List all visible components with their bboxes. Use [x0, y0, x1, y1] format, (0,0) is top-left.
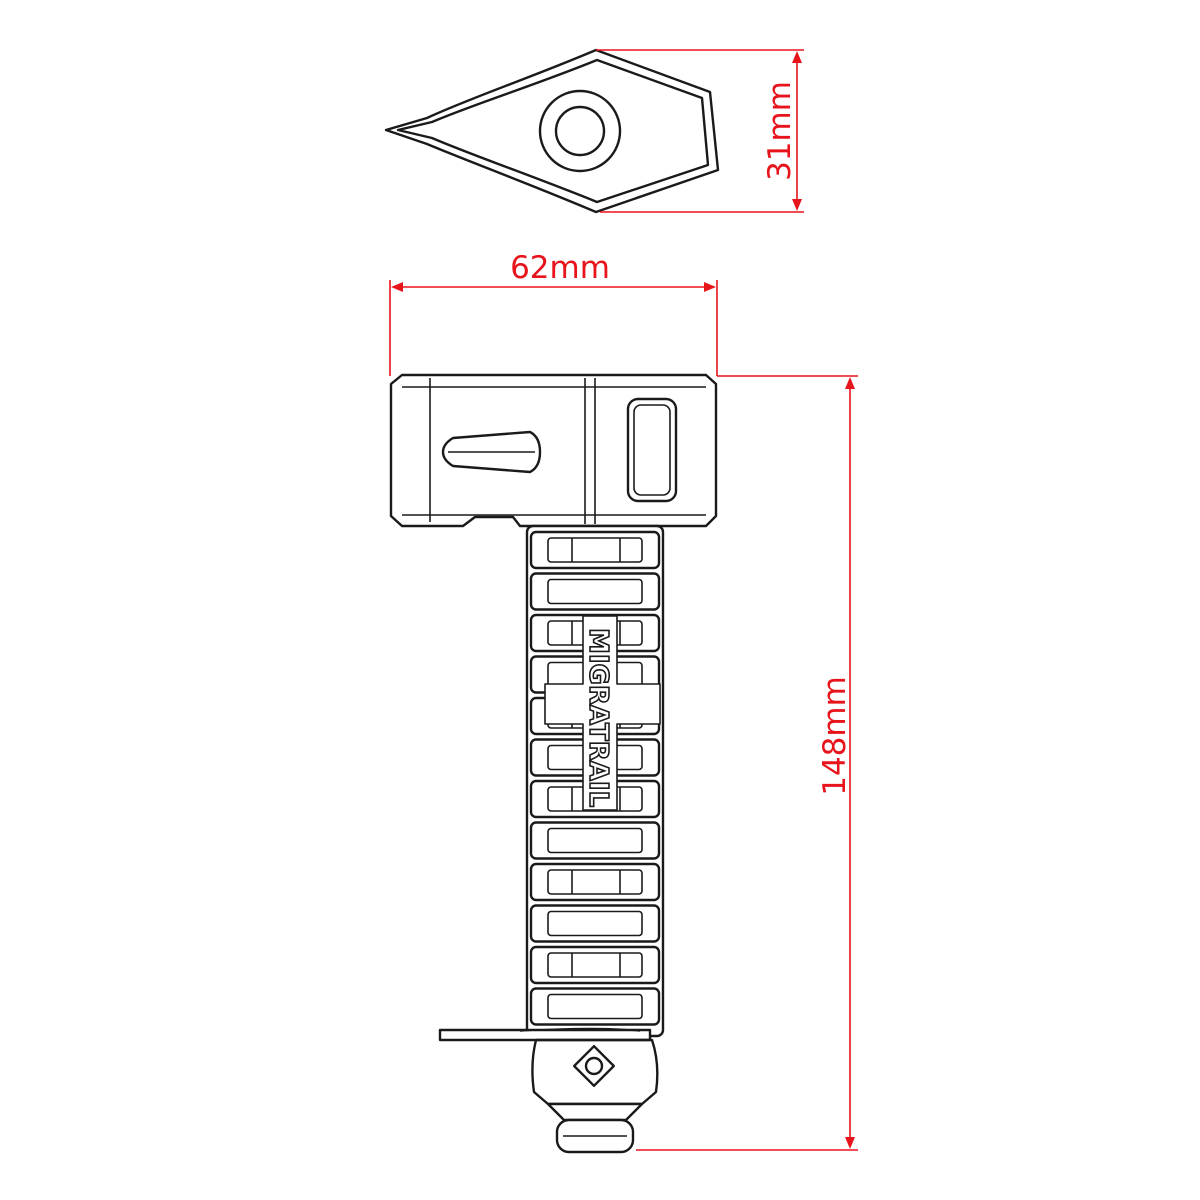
- grip-rib: [529, 987, 661, 1026]
- grip-rib-inset: [547, 993, 643, 1020]
- grip-rib: [529, 821, 661, 860]
- dimension-overall-length: 148mm: [636, 375, 858, 1151]
- grip-rib: [529, 862, 661, 902]
- hammer-head-top-view: [384, 48, 720, 214]
- lanyard-pin: [438, 1027, 652, 1042]
- grip-rib-inset: [547, 827, 643, 854]
- grip-rib: [529, 572, 661, 611]
- knurled-end-cap: [531, 1038, 659, 1154]
- dimension-label-148mm: 148mm: [817, 676, 853, 796]
- grip-rib-inset: [547, 869, 643, 895]
- grip-rib-inset: [547, 910, 643, 937]
- grip-rib: [529, 904, 661, 943]
- grip-rib: [529, 530, 661, 570]
- logo-cross-emboss: [544, 615, 661, 811]
- brand-label: MIGRATRAIL: [583, 628, 613, 807]
- grip-rib-inset: [547, 578, 643, 605]
- dimension-label-31mm: 31mm: [762, 81, 798, 181]
- handle-grip: MIGRATRAIL: [525, 524, 665, 1038]
- grip-rib: [529, 945, 661, 985]
- dimension-label-62mm: 62mm: [510, 250, 610, 286]
- grip-rib-inset: [547, 952, 643, 978]
- dimension-head-height: 31mm: [596, 49, 804, 213]
- hammer-head-front-view: [389, 373, 718, 528]
- grip-rib-inset: [547, 537, 643, 563]
- dimension-head-width: 62mm: [389, 250, 718, 376]
